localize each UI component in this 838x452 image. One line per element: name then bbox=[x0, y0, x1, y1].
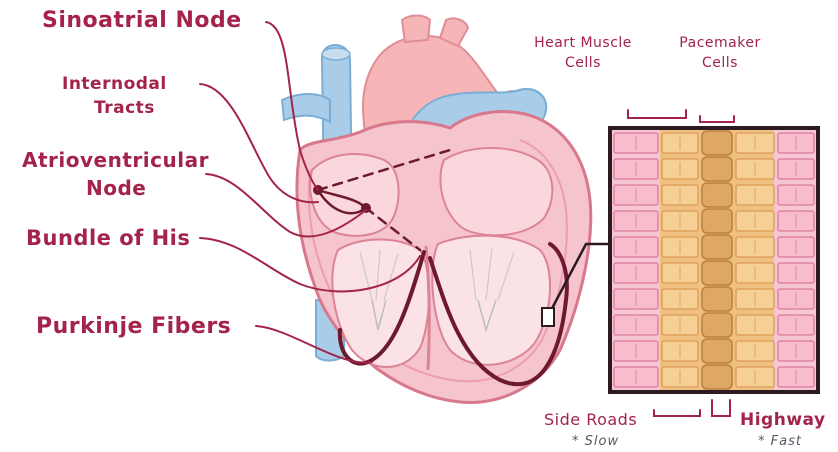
label-internodal-tracts-line2: Tracts bbox=[94, 100, 155, 117]
note-highway-fast: * Fast bbox=[758, 434, 802, 449]
label-side-roads: Side Roads bbox=[544, 412, 637, 428]
pacemaker-cell bbox=[702, 261, 732, 285]
label-sinoatrial-node: Sinoatrial Node bbox=[42, 10, 242, 32]
label-bundle-of-his: Bundle of His bbox=[26, 228, 190, 249]
bracket-heart-muscle bbox=[628, 110, 686, 118]
pacemaker-cell bbox=[702, 287, 732, 311]
bracket-pacemaker bbox=[700, 116, 734, 122]
pacemaker-cell bbox=[702, 235, 732, 259]
label-heart-muscle-line2: Cells bbox=[518, 56, 648, 70]
pacemaker-cell bbox=[702, 131, 732, 155]
bracket-side-roads bbox=[654, 410, 700, 416]
label-purkinje-fibers: Purkinje Fibers bbox=[36, 316, 231, 338]
zoom-marker-box bbox=[542, 308, 554, 326]
pacemaker-cell bbox=[702, 365, 732, 389]
pacemaker-cell bbox=[702, 339, 732, 363]
pacemaker-cell bbox=[702, 209, 732, 233]
label-atrioventricular-line1: Atrioventricular bbox=[22, 150, 209, 170]
label-highway: Highway bbox=[740, 412, 826, 429]
tissue-zoom-panel bbox=[610, 128, 818, 392]
label-internodal-tracts-line1: Internodal bbox=[62, 76, 167, 93]
bracket-highway bbox=[712, 400, 730, 416]
note-side-roads-slow: * Slow bbox=[572, 434, 619, 449]
pulmonary-vein-left bbox=[282, 94, 330, 122]
label-pacemaker-line2: Cells bbox=[668, 56, 772, 70]
pacemaker-cell bbox=[702, 183, 732, 207]
label-pacemaker-line1: Pacemaker bbox=[668, 36, 772, 50]
pacemaker-cell bbox=[702, 313, 732, 337]
label-atrioventricular-line2: Node bbox=[86, 178, 146, 198]
pacemaker-cell bbox=[702, 157, 732, 181]
label-heart-muscle-line1: Heart Muscle bbox=[518, 36, 648, 50]
